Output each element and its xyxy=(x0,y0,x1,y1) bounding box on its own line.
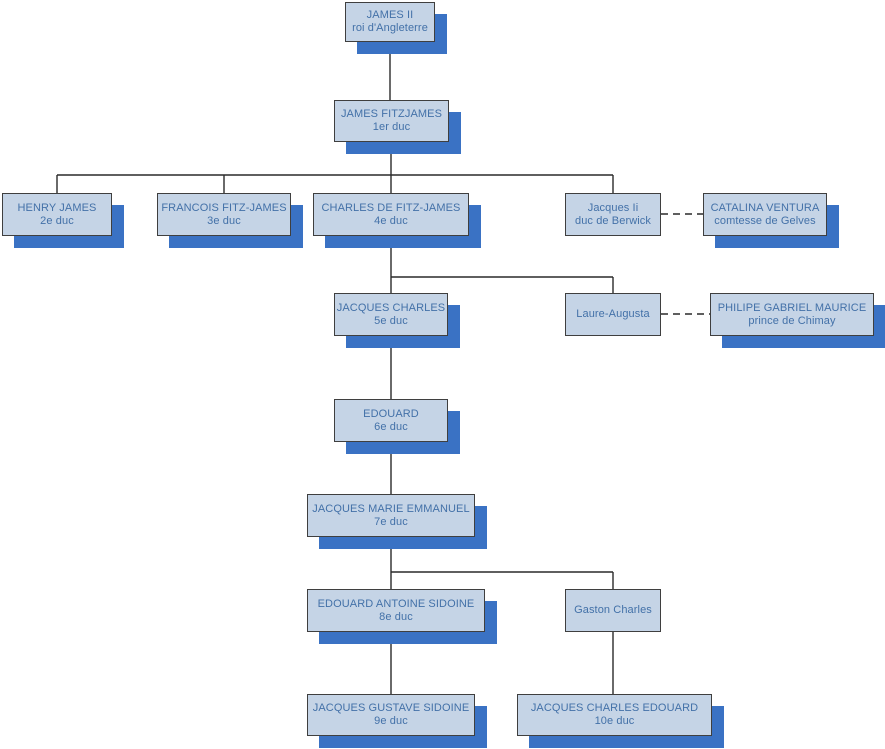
node-subtitle-francois_fitz_james: 3e duc xyxy=(207,214,241,227)
node-name-charles_de_fitz_james: CHARLES DE FITZ-JAMES xyxy=(321,201,461,214)
node-name-jacques_ii: Jacques Ii xyxy=(587,201,639,214)
node-laure_augusta[interactable]: Laure-Augusta xyxy=(565,293,661,336)
node-subtitle-jacques_ii: duc de Berwick xyxy=(575,214,651,227)
node-name-jacques_charles: JACQUES CHARLES xyxy=(336,301,446,314)
node-subtitle-charles_de_fitz_james: 4e duc xyxy=(374,214,408,227)
node-name-james2: JAMES II xyxy=(366,9,414,22)
node-name-jacques_marie_emmanuel: JACQUES MARIE EMMANUEL xyxy=(312,502,470,515)
node-name-henry_james: HENRY JAMES xyxy=(17,201,97,214)
node-name-james_fitzjames: JAMES FITZJAMES xyxy=(340,108,443,121)
node-name-gaston_charles: Gaston Charles xyxy=(574,604,652,617)
node-subtitle-jacques_marie_emmanuel: 7e duc xyxy=(374,515,408,528)
node-subtitle-catalina_ventura: comtesse de Gelves xyxy=(714,214,816,227)
node-subtitle-jacques_gustave_sidoine: 9e duc xyxy=(374,715,408,727)
node-name-edouard_antoine_sidoine: EDOUARD ANTOINE SIDOINE xyxy=(317,597,475,610)
node-subtitle-henry_james: 2e duc xyxy=(40,214,74,227)
node-subtitle-james2: roi d'Angleterre xyxy=(352,22,428,34)
node-subtitle-edouard_antoine_sidoine: 8e duc xyxy=(379,610,413,623)
node-subtitle-jacques_charles: 5e duc xyxy=(374,314,408,327)
node-name-philipe_gabriel_maurice: PHILIPE GABRIEL MAURICE xyxy=(717,301,867,314)
node-subtitle-edouard: 6e duc xyxy=(374,420,408,433)
node-gaston_charles[interactable]: Gaston Charles xyxy=(565,589,661,632)
node-name-laure_augusta: Laure-Augusta xyxy=(576,308,650,321)
node-name-jacques_gustave_sidoine: JACQUES GUSTAVE SIDOINE xyxy=(312,702,470,715)
node-subtitle-philipe_gabriel_maurice: prince de Chimay xyxy=(748,314,836,327)
node-name-catalina_ventura: CATALINA VENTURA xyxy=(710,201,820,214)
node-subtitle-jacques_charles_edouard: 10e duc xyxy=(594,715,635,727)
node-subtitle-james_fitzjames: 1er duc xyxy=(372,121,411,133)
node-name-edouard: EDOUARD xyxy=(363,407,419,420)
node-name-jacques_charles_edouard: JACQUES CHARLES EDOUARD xyxy=(530,702,699,715)
node-name-francois_fitz_james: FRANCOIS FITZ-JAMES xyxy=(161,201,287,214)
